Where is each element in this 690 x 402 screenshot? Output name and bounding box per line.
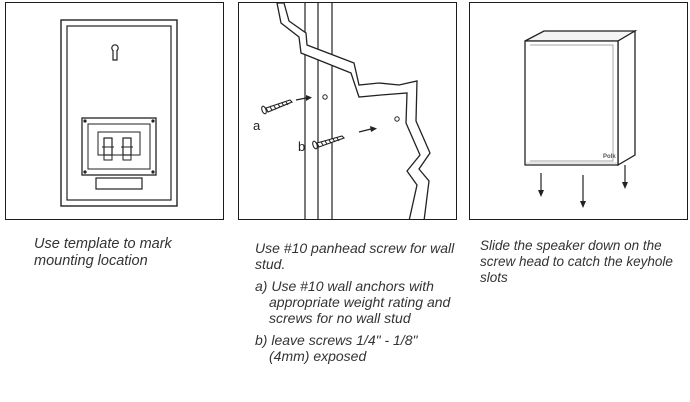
arrow-down-icon	[538, 173, 544, 197]
speaker-back-drawing	[60, 19, 178, 207]
cutaway-wall-outline	[276, 3, 431, 219]
brand-logo: Polk	[603, 154, 616, 160]
slide-caption: Slide the speaker down on the screw head…	[480, 238, 673, 285]
wall-stud	[304, 3, 333, 219]
step-b-text: b) leave screws 1/4" - 1/8" (4mm) expose…	[255, 332, 418, 364]
screw-intro-text: Use #10 panhead screw for wall stud.	[255, 240, 455, 272]
template-inner-border	[66, 25, 172, 201]
label-b: b	[298, 139, 305, 154]
pilot-hole-stud	[322, 94, 328, 100]
step-a-text: a) Use #10 wall anchors with appropriate…	[255, 278, 451, 326]
screw-instructions: Use #10 panhead screw for wall stud. a) …	[255, 240, 455, 364]
model-label-plate	[95, 177, 143, 190]
wall-stud-drawing: a b	[253, 3, 431, 219]
speaker-drawing: Polk	[524, 29, 638, 208]
arrow-down-icon	[580, 175, 586, 208]
template-outer-border	[60, 19, 178, 207]
keyhole-slot-icon	[111, 44, 119, 61]
screw-a-icon	[261, 99, 293, 115]
slide-down-illustration-panel: Polk	[469, 2, 688, 220]
pilot-hole-wall	[394, 116, 400, 122]
arrow-right-icon	[358, 126, 377, 133]
wall-screw-illustration-panel: a b	[238, 2, 457, 220]
screw-b-icon	[312, 135, 346, 150]
terminal-plate	[81, 117, 157, 176]
arrow-down-icon	[622, 165, 628, 189]
template-caption: Use template to mark mounting location	[34, 236, 172, 269]
label-a: a	[253, 118, 261, 133]
arrow-right-icon	[295, 95, 312, 101]
speaker-cabinet: Polk	[524, 29, 638, 167]
template-illustration-panel	[5, 2, 224, 220]
